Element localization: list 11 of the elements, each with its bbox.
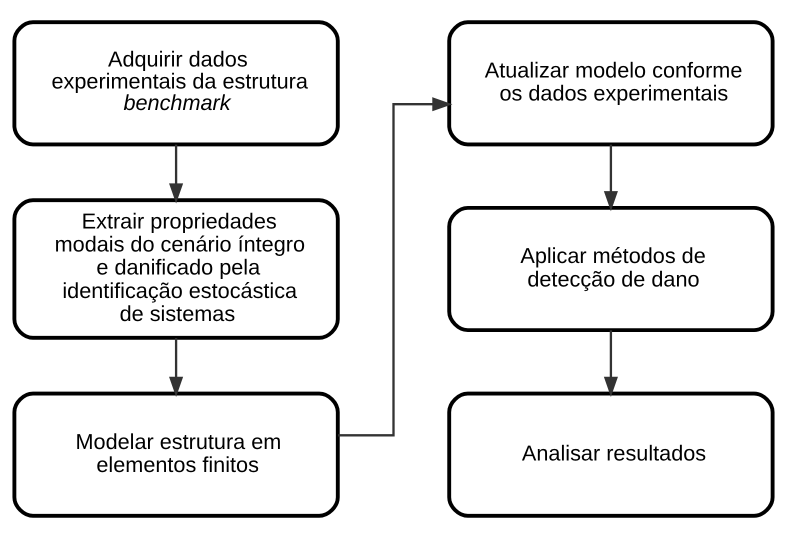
arrow: [604, 144, 618, 212]
node-box: Atualizar modelo conforme os dados experimentais: [447, 20, 775, 146]
node-box: Extrair propriedades modais do cenário íntegro e danificado pela identificação estocástica de sistemas: [12, 198, 340, 340]
node-box: Aplicar métodos de detecção de dano: [447, 206, 775, 332]
node-box: Analisar resultados: [447, 392, 775, 518]
arrow: [338, 97, 452, 436]
node-box: Modelar estrutura em elementos finitos: [12, 392, 340, 518]
arrow: [604, 330, 618, 397]
node-box: Adquirir dados experimentais da estrutura benchmark: [12, 20, 340, 146]
arrow: [169, 338, 184, 397]
arrow: [169, 144, 184, 204]
